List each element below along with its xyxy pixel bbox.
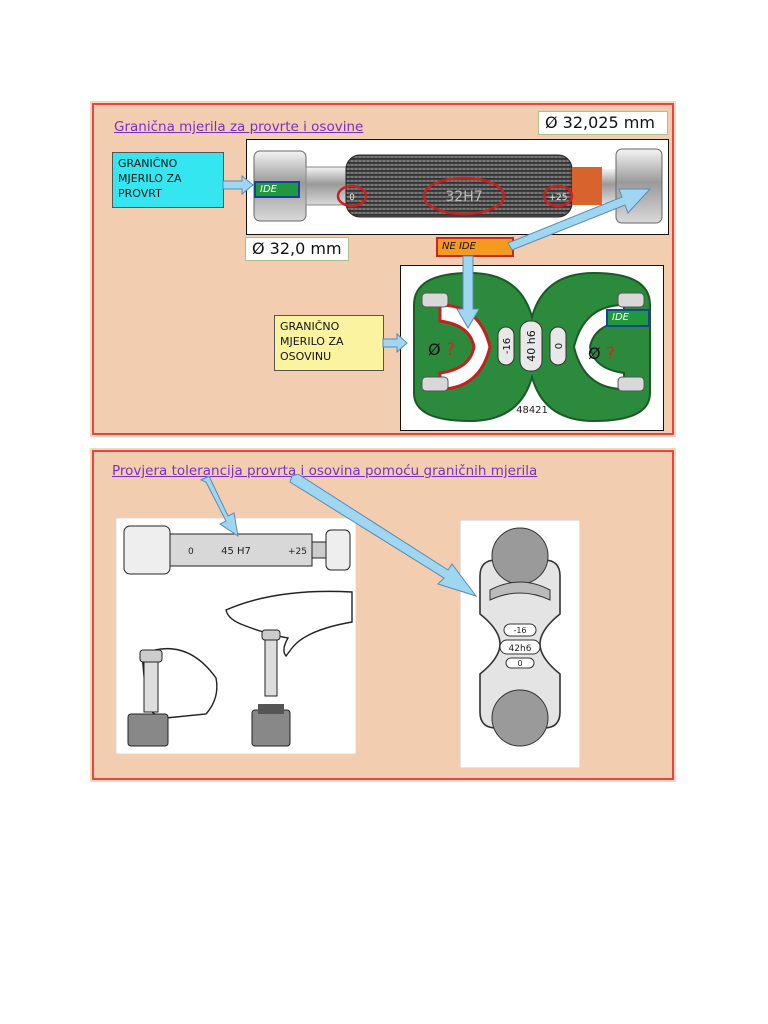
snap-mark-minus16: -16 — [502, 338, 513, 354]
snap-drawing-mark-zero: 0 — [517, 659, 522, 668]
plug-gauge-label: GRANIČNO MJERILO ZA PROVRT — [112, 152, 224, 208]
panel-title-2: Provjera tolerancija provrta i osovina p… — [112, 463, 538, 479]
snap-gauge-photo: -16 40 h6 0 Ø ? Ø ? 48421 — [400, 265, 664, 431]
snap-mark-size: 40 h6 — [525, 330, 538, 361]
plug-drawing-mark-zero: 0 — [188, 547, 194, 557]
panel-gauges-overview: Granična mjerila za provrte i osovine Ø … — [92, 103, 674, 435]
ide-tag: IDE — [254, 181, 300, 198]
dimension-lower: Ø 32,0 mm — [245, 237, 349, 261]
snap-diam-left: Ø — [428, 340, 441, 359]
snap-mark-zero: 0 — [554, 343, 565, 349]
arrow-ne-ide-to-snap — [456, 255, 480, 329]
arrow-title-to-plug-drawing — [199, 476, 239, 538]
plug-mark-plus: +25 — [549, 193, 568, 203]
panel-tolerance-check: Provjera tolerancija provrta i osovina p… — [92, 450, 674, 780]
snap-question-right: ? — [606, 344, 615, 364]
ne-ide-tag: NE IDE — [436, 237, 514, 257]
snap-serial-number: 48421 — [516, 405, 548, 416]
snap-drawing-mark-minus16: -16 — [513, 626, 526, 635]
plug-mark-size: 32H7 — [445, 189, 482, 205]
dimension-upper: Ø 32,025 mm — [538, 111, 668, 135]
plug-drawing-mark-plus: +25 — [288, 547, 307, 557]
snap-ide-tag: IDE — [606, 309, 650, 327]
plug-mark-zero: 0 — [349, 193, 355, 203]
snap-diam-right: Ø — [588, 344, 601, 363]
plug-gauge-usage-drawing: 0 45 H7 +25 — [116, 518, 356, 754]
arrow-plug-label-to-ide — [222, 175, 254, 195]
panel-title: Granična mjerila za provrte i osovine — [114, 119, 364, 135]
plug-gauge-photo: 0 32H7 +25 — [246, 139, 669, 235]
arrow-snap-label-to-gauge — [382, 333, 408, 353]
snap-question-left: ? — [446, 340, 455, 360]
snap-gauge-usage-drawing: -16 42h6 0 — [460, 520, 580, 768]
snap-drawing-mark-size: 42h6 — [509, 644, 532, 654]
arrow-ne-ide-to-plug — [507, 188, 652, 251]
snap-gauge-label: GRANIČNO MJERILO ZA OSOVINU — [274, 315, 384, 371]
arrow-title-to-snap-drawing — [289, 474, 478, 597]
plug-drawing-mark-size: 45 H7 — [221, 546, 251, 557]
